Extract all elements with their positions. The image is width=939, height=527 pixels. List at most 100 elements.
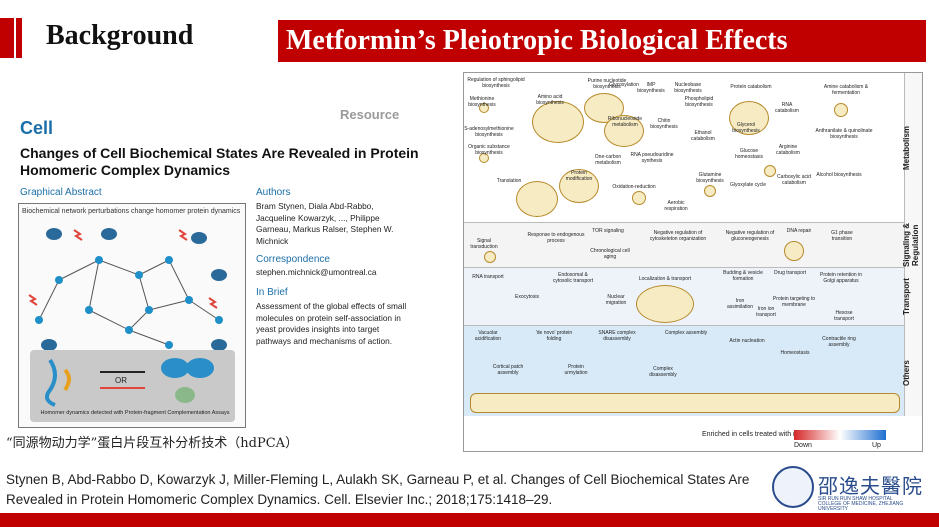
- legend-up-label: Up: [872, 442, 881, 449]
- node-alcohol: Alcohol biosynthesis: [816, 172, 862, 178]
- node-methionine: Methionine biosynthesis: [468, 96, 496, 108]
- node-anthranilate: Anthranilate & quinolinate biosynthesis: [815, 128, 873, 140]
- node-iron-ion: Iron ion transport: [756, 306, 776, 318]
- network-graphic: [28, 228, 227, 351]
- node-glyoxylate: Glyoxylate cycle: [729, 182, 767, 188]
- methionine-circle: [479, 103, 489, 113]
- node-complex-disassembly: Complex disassembly: [649, 366, 677, 378]
- band-signaling: [464, 223, 904, 268]
- paper-title: Changes of Cell Biochemical States Are R…: [20, 145, 419, 178]
- hospital-seal-icon: [772, 466, 814, 508]
- band-label-transport: Transport: [902, 278, 911, 316]
- localization-circle: [636, 285, 694, 323]
- node-protein-targeting: Protein targeting to membrane: [772, 296, 816, 308]
- node-amine: Amine catabolism & fermentation: [823, 84, 869, 96]
- node-aerobic: Aerobic respiration: [664, 200, 688, 212]
- node-iron-assim: Iron assimilation: [726, 298, 754, 310]
- homomer-graphic: OR: [44, 358, 214, 407]
- hospital-subtitle: SIR RUN RUN SHAW HOSPITAL COLLEGE OF MED…: [818, 496, 904, 512]
- node-signal-transduction: Signal transduction: [470, 238, 498, 250]
- article-type: Resource: [340, 107, 400, 122]
- correspondence-label: Correspondence: [256, 254, 330, 265]
- node-rna-pseudouridine: RNA pseudouridine synthesis: [630, 152, 674, 164]
- node-vacuolar: Vacuolar acidification: [474, 330, 502, 342]
- node-chronological: Chronological cell aging: [590, 248, 630, 260]
- bioprocess-figure: Metabolism Signaling & Regulation Transp…: [463, 72, 923, 452]
- organic-circle: [479, 153, 489, 163]
- node-de-novo: 'de novo' protein folding: [535, 330, 573, 342]
- node-drug-transport: Drug transport: [774, 270, 806, 276]
- glucose-circle: [764, 165, 776, 177]
- node-homeostasis: Homeostasis: [780, 350, 810, 356]
- node-chitin: Chitin biosynthesis: [650, 118, 678, 130]
- glutamine-circle: [704, 185, 716, 197]
- band-label-metabolism: Metabolism: [902, 126, 911, 171]
- node-snare: SNARE complex disassembly: [598, 330, 636, 342]
- node-localization: Localization & transport: [638, 276, 692, 282]
- accent-bar-thin: [16, 18, 22, 58]
- node-one-carbon: One-carbon metabolism: [594, 154, 622, 166]
- node-amino-acid: Amino acid biosynthesis: [536, 94, 564, 106]
- node-g1: G1 phase transition: [831, 230, 853, 242]
- node-arginine: Arginine catabolism: [776, 144, 800, 156]
- ribonucleoside-circle: [604, 115, 644, 147]
- node-dna-repair: DNA repair: [786, 228, 812, 234]
- node-golgi: Protein retention in Golgi apparatus: [820, 272, 862, 284]
- node-imp: IMP biosynthesis: [637, 82, 665, 94]
- others-strip: [470, 393, 900, 413]
- node-endosomal: Endosomal & cytosolic transport: [552, 272, 594, 284]
- in-brief-label: In Brief: [256, 287, 288, 298]
- footer-bar: [0, 513, 939, 527]
- node-carboxylic: Carboxylic acid catabolism: [777, 174, 811, 186]
- node-cortical: Cortical patch assembly: [492, 364, 524, 376]
- legend-gradient: [794, 430, 886, 440]
- in-brief-text: Assessment of the global effects of smal…: [256, 301, 407, 346]
- journal-logo: Cell: [20, 118, 54, 138]
- node-neg-gluconeogenesis: Negative regulation of gluconeogenesis: [725, 230, 775, 242]
- node-hexose: Hexose transport: [834, 310, 854, 322]
- aerobic-circle: [632, 191, 646, 205]
- node-purine: Purine nucleotide biosynthesis: [587, 78, 627, 90]
- dna-circle: [784, 241, 804, 261]
- ga-footer: Homomer dynamics detected with Protein-f…: [40, 410, 230, 416]
- node-sam: S-adenosylmethionine biosynthesis: [464, 126, 514, 138]
- node-translation: Translation: [496, 178, 522, 184]
- graphical-abstract-label: Graphical Abstract: [20, 187, 102, 198]
- node-actin: Actin nucleation: [729, 338, 765, 344]
- signal-circle: [484, 251, 496, 263]
- node-phospholipid: Phospholipid biosynthesis: [684, 96, 714, 108]
- legend-text: Enriched in cells treated with metformin: [702, 431, 825, 438]
- correspondence-email[interactable]: stephen.michnick@umontreal.ca: [256, 267, 377, 277]
- legend-down-label: Down: [794, 442, 812, 449]
- node-rna-catabolism: RNA catabolism: [775, 102, 799, 114]
- ga-homomer-panel: OR: [30, 350, 235, 422]
- node-protein-modification: Protein modification: [565, 170, 593, 182]
- band-label-column: [904, 73, 922, 416]
- node-ribonucleoside: Ribonucleoside metabolism: [607, 116, 643, 128]
- node-contractile: Contractile ring assembly: [822, 336, 856, 348]
- node-tor: TOR signaling: [592, 228, 624, 234]
- node-glucose: Glucose homeostasis: [734, 148, 764, 160]
- node-budding: Budding & vesicle formation: [723, 270, 763, 282]
- slide-title: Metformin’s Pleiotropic Biological Effec…: [278, 20, 926, 62]
- node-nucleobase: Nucleobase biosynthesis: [674, 82, 702, 94]
- figure-caption: “同源物动力学”蛋白片段互补分析技术（hdPCA）: [6, 436, 299, 451]
- node-glycosylation: Glycosylation: [609, 82, 639, 88]
- node-glycerol: Glycerol biosynthesis: [732, 122, 760, 134]
- node-nuclear-migration: Nuclear migration: [605, 294, 627, 306]
- amine-circle: [834, 103, 848, 117]
- citation-text: Stynen B, Abd-Rabbo D, Kowarzyk J, Mille…: [6, 472, 750, 507]
- band-label-others: Others: [902, 360, 911, 386]
- translation-circle: [516, 181, 558, 217]
- authors-text: Bram Stynen, Diala Abd-Rabbo, Jacqueline…: [256, 201, 394, 246]
- ga-header: Biochemical network perturbations change…: [22, 208, 241, 215]
- node-oxidation: Oxidation-reduction: [612, 184, 656, 190]
- band-label-signaling: Signaling & Regulation: [902, 223, 920, 268]
- node-response-endogenous: Response to endogenous process: [527, 232, 585, 244]
- node-neg-cytoskeleton: Negative regulation of cytoskeleton orga…: [649, 230, 707, 242]
- node-glutamine: Glutamine biosynthesis: [696, 172, 724, 184]
- node-complex-assembly: Complex assembly: [664, 330, 708, 336]
- node-organic: Organic substance biosynthesis: [468, 144, 510, 156]
- node-exocytosis: Exocytosis: [515, 294, 539, 300]
- section-title: Background: [46, 20, 194, 51]
